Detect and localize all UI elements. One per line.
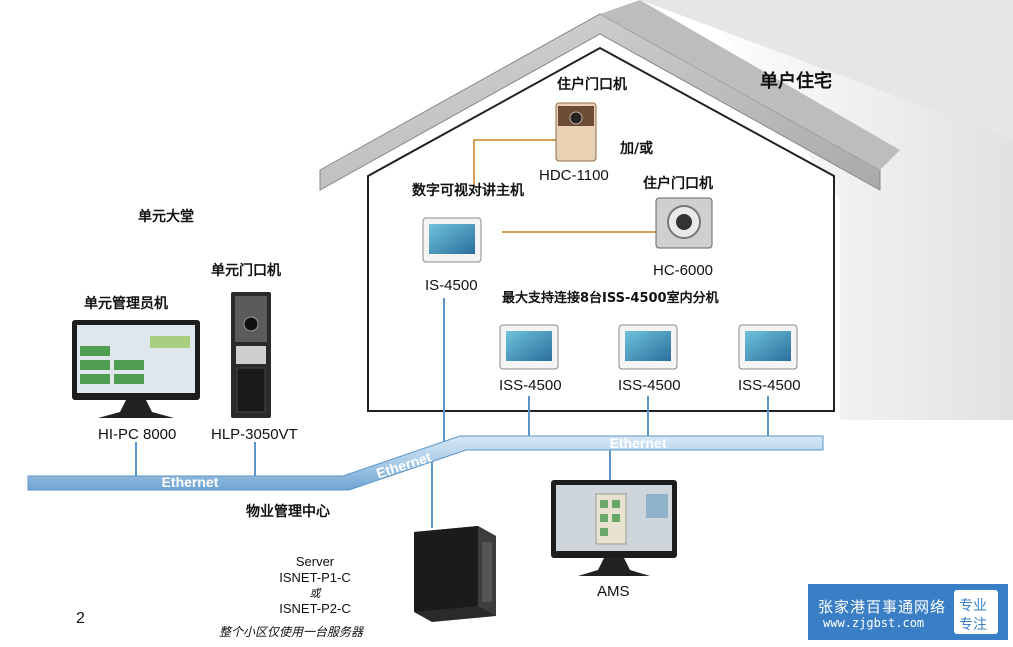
watermark-url: www.zjgbst.com (823, 616, 925, 630)
door-station-top-label: 住户门口机 (557, 77, 627, 93)
hdc-1100-device (555, 102, 597, 162)
house-wall (367, 46, 835, 412)
door-station-right-label: 住户门口机 (643, 176, 713, 192)
server-line-3: 或 (309, 588, 321, 600)
server-note: 整个小区仅使用一台服务器 (219, 625, 364, 639)
iss-4500-label-1: ISS-4500 (499, 377, 562, 394)
hlp-3050vt-label: HLP-3050VT (211, 426, 298, 443)
iss-4500-device-3 (738, 324, 798, 370)
server-line-4: ISNET-P2-C (279, 601, 351, 616)
cable-hdc (473, 139, 556, 186)
single-home-label: 单户住宅 (760, 71, 832, 92)
iss-4500-label-2: ISS-4500 (618, 377, 681, 394)
ams-label: AMS (597, 583, 630, 600)
watermark-title: 张家港百事通网络 (818, 598, 947, 616)
max-support-label: 最大支持连接8台ISS-4500室内分机 (502, 291, 719, 306)
property-center-label: 物业管理中心 (246, 504, 330, 520)
ethernet-label-right: Ethernet (610, 435, 667, 451)
unit-manager-label: 单元管理员机 (84, 296, 168, 312)
hi-pc-8000-label: HI-PC 8000 (98, 426, 177, 443)
watermark: 张家港百事通网络 www.zjgbst.com 专业 专注 (808, 584, 1008, 640)
watermark-badge: 专业 专注 (954, 590, 998, 634)
unit-lobby-label: 单元大堂 (138, 209, 194, 225)
iss-4500-device-1 (499, 324, 559, 370)
digital-master-label: 数字可视对讲主机 (412, 183, 524, 199)
is-4500-label: IS-4500 (425, 277, 478, 294)
hlp-3050vt-device (231, 292, 271, 418)
is-4500-device (422, 217, 482, 263)
watermark-badge-line2: 专注 (959, 617, 987, 633)
hi-pc-8000-device (72, 320, 200, 418)
ams-device (551, 480, 677, 576)
and-or-label: 加/或 (620, 141, 654, 157)
server-device (414, 526, 496, 622)
ethernet-label-mid: Ethernet (374, 449, 433, 482)
watermark-badge-line1: 专业 (959, 598, 987, 614)
server-line-2: ISNET-P1-C (279, 570, 351, 585)
hc-6000-device (655, 197, 713, 249)
ethernet-label-left: Ethernet (162, 474, 219, 490)
unit-door-label: 单元门口机 (211, 263, 281, 279)
house-roof (319, 0, 900, 191)
hc-6000-label: HC-6000 (653, 262, 714, 279)
server-line-1: Server (295, 554, 335, 569)
hdc-1100-label: HDC-1100 (539, 167, 609, 184)
ethernet-tube (27, 435, 824, 491)
iss-4500-label-3: ISS-4500 (738, 377, 801, 394)
iss-4500-device-2 (618, 324, 678, 370)
page-number: 2 (76, 610, 85, 627)
